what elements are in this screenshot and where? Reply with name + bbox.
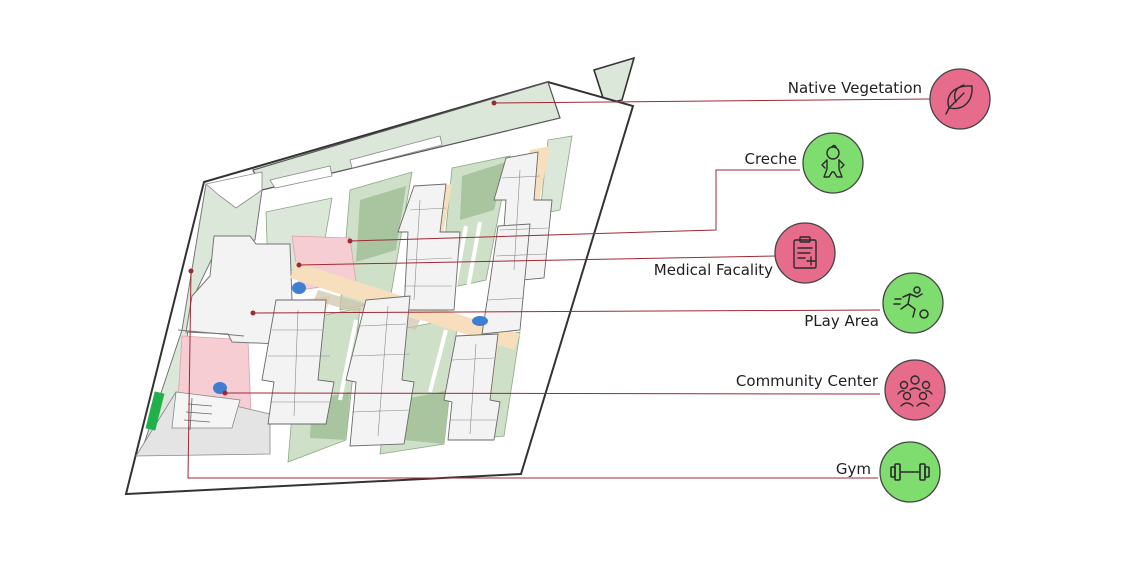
leader-lines: [187, 98, 931, 479]
label-gym: Gym: [836, 460, 871, 478]
leader-gym: [187, 270, 878, 479]
water-feature: [292, 282, 306, 294]
leader-community: [224, 392, 881, 395]
lawn-dark: [460, 162, 506, 220]
leader-native-vegetation: [493, 98, 931, 104]
leaf-icon: [945, 84, 973, 115]
amenity-play-area: [882, 272, 944, 334]
people-group-icon: [897, 375, 933, 407]
corner-green-wedge: [592, 56, 636, 105]
amenity-medical-facality: [774, 222, 836, 284]
amenity-native-vegetation: [929, 68, 991, 130]
sports-court: [145, 391, 165, 431]
leader-play-area: [252, 309, 881, 314]
label-creche: Creche: [744, 150, 797, 168]
tower-blocks: [261, 151, 553, 447]
label-native-vegetation: Native Vegetation: [788, 79, 922, 97]
water-feature: [472, 316, 488, 326]
label-community-center: Community Center: [736, 372, 879, 390]
amenity-gym: [879, 441, 941, 503]
dumbbell-icon: [890, 463, 930, 481]
baby-icon: [821, 144, 845, 178]
leader-creche: [349, 169, 800, 242]
amenity-creche: [802, 132, 864, 194]
amenity-community-center: [884, 359, 946, 421]
lawn-dark: [356, 186, 406, 262]
lawn-dark: [404, 390, 450, 444]
player-kicking-ball-icon: [893, 286, 929, 319]
community-building: [185, 235, 293, 345]
leader-medical: [298, 255, 777, 266]
leader-dots: [188, 100, 497, 396]
site-plan: [124, 56, 636, 496]
label-play-area: PLay Area: [804, 312, 879, 330]
clipboard-medical-icon: [793, 236, 817, 269]
label-medical-facality: Medical Facality: [654, 261, 773, 279]
